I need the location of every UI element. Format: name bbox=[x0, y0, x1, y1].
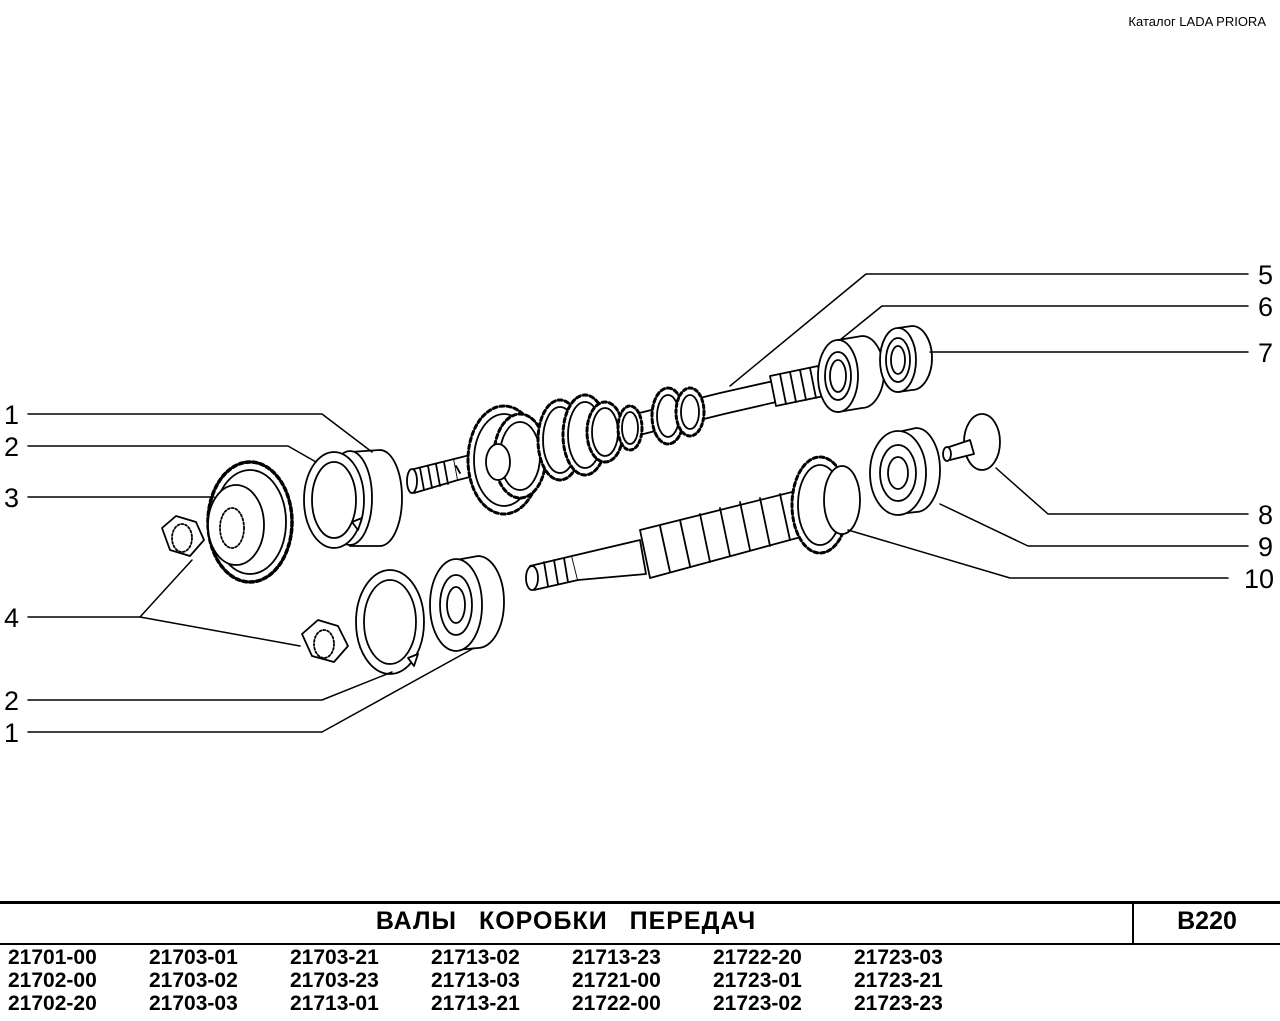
nut-4-upper bbox=[161, 515, 205, 557]
model-column: 21703-21 21703-23 21713-01 bbox=[290, 946, 430, 1015]
model-code: 21703-23 bbox=[290, 969, 379, 992]
title-rule-top bbox=[0, 901, 1280, 904]
callout-8: 8 bbox=[1258, 500, 1273, 530]
callout-2-upper: 2 bbox=[4, 432, 19, 462]
nut-4-lower bbox=[301, 619, 349, 663]
model-code: 21703-03 bbox=[149, 992, 238, 1015]
model-column: 21701-00 21702-00 21702-20 bbox=[8, 946, 148, 1015]
model-code: 21713-01 bbox=[290, 992, 379, 1015]
model-code: 21713-03 bbox=[431, 969, 520, 992]
title-block: ВАЛЫ КОРОБКИ ПЕРЕДАЧ В220 21701-00 21702… bbox=[0, 901, 1280, 1021]
model-code: 21702-20 bbox=[8, 992, 97, 1015]
callout-1-upper: 1 bbox=[4, 400, 19, 430]
driven-gear-3 bbox=[206, 460, 294, 584]
callout-9: 9 bbox=[1258, 532, 1273, 562]
model-code: 21723-03 bbox=[854, 946, 943, 969]
model-column: 21713-23 21721-00 21722-00 bbox=[572, 946, 712, 1015]
catalog-caption: Каталог LADA PRIORA bbox=[1128, 14, 1266, 29]
input-gear-2 bbox=[536, 393, 644, 482]
title-rule-bottom bbox=[0, 943, 1280, 945]
model-code: 21723-21 bbox=[854, 969, 943, 992]
plug-8 bbox=[942, 413, 1001, 471]
model-code: 21713-21 bbox=[431, 992, 520, 1015]
model-column: 21723-03 21723-21 21723-23 bbox=[854, 946, 994, 1015]
lower-snap-ring-2 bbox=[355, 569, 425, 675]
page-title: ВАЛЫ КОРОБКИ ПЕРЕДАЧ bbox=[375, 907, 757, 935]
leader-lines bbox=[27, 273, 1249, 733]
model-code: 21713-02 bbox=[431, 946, 520, 969]
model-code: 21721-00 bbox=[572, 969, 661, 992]
callout-2-lower: 2 bbox=[4, 686, 19, 716]
model-code: 21703-02 bbox=[149, 969, 238, 992]
callout-5: 5 bbox=[1258, 260, 1273, 290]
model-code: 21722-20 bbox=[713, 946, 802, 969]
callout-1-lower: 1 bbox=[4, 718, 19, 748]
model-column: 21713-02 21713-03 21713-21 bbox=[431, 946, 571, 1015]
input-shaft-bearing bbox=[817, 335, 885, 413]
model-code: 21723-02 bbox=[713, 992, 802, 1015]
callout-7: 7 bbox=[1258, 338, 1273, 368]
output-shaft bbox=[525, 455, 861, 591]
title-divider bbox=[1132, 901, 1134, 945]
output-shaft-bearing bbox=[869, 427, 941, 516]
callout-10: 10 bbox=[1244, 564, 1274, 594]
lower-bearing-1 bbox=[429, 555, 505, 652]
model-code: 21703-21 bbox=[290, 946, 379, 969]
exploded-view-drawing: 1 2 3 4 2 1 5 6 7 8 9 10 bbox=[4, 260, 1274, 748]
model-code: 21723-23 bbox=[854, 992, 943, 1015]
model-code: 21722-00 bbox=[572, 992, 661, 1015]
model-code: 21703-01 bbox=[149, 946, 238, 969]
model-code: 21701-00 bbox=[8, 946, 97, 969]
model-column: 21703-01 21703-02 21703-03 bbox=[149, 946, 289, 1015]
upper-snap-ring-2 bbox=[303, 451, 365, 549]
model-code: 21723-01 bbox=[713, 969, 802, 992]
model-list: 21701-00 21702-00 21702-20 21703-01 2170… bbox=[8, 946, 1008, 1018]
input-gear-3 bbox=[650, 386, 706, 446]
callout-4: 4 bbox=[4, 603, 19, 633]
input-gear-1 bbox=[466, 404, 548, 516]
model-code: 21702-00 bbox=[8, 969, 97, 992]
input-shaft-seal bbox=[879, 325, 933, 393]
model-code: 21713-23 bbox=[572, 946, 661, 969]
callout-6: 6 bbox=[1258, 292, 1273, 322]
callout-3: 3 bbox=[4, 483, 19, 513]
page-code: В220 bbox=[1177, 907, 1237, 935]
model-column: 21722-20 21723-01 21723-02 bbox=[713, 946, 853, 1015]
